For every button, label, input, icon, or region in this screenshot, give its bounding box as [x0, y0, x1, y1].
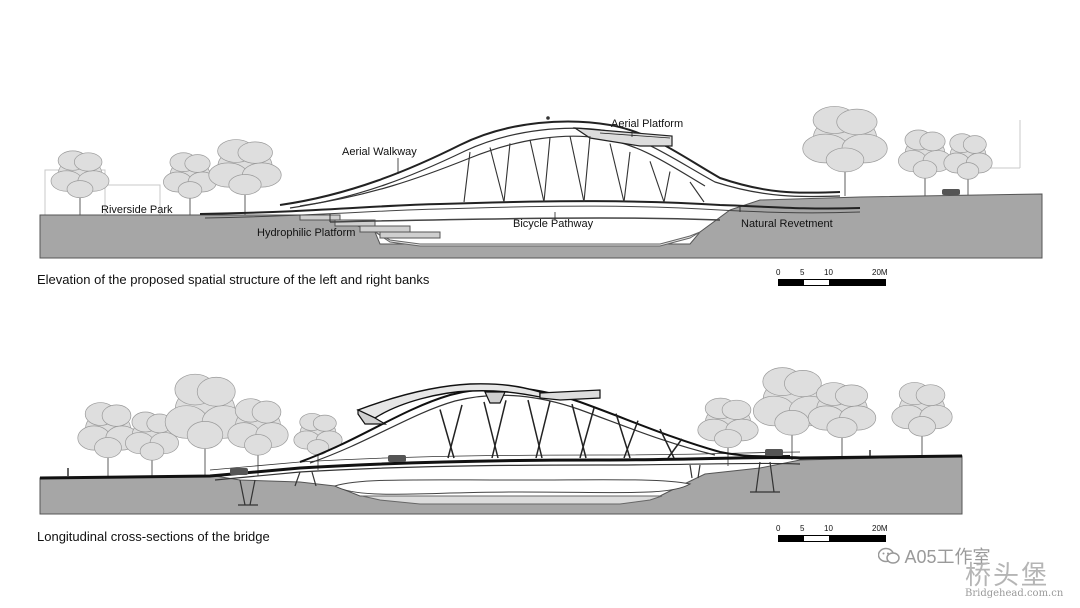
section-main-deck: [39, 454, 963, 480]
section-car-right: [765, 449, 783, 456]
section-scale-bar: 0 5 10 20M: [776, 524, 888, 544]
scale-tick: 0: [776, 268, 781, 277]
scale-tick: 20M: [872, 524, 888, 533]
bicycle-pathway-deck: [199, 200, 861, 215]
watermark-account: A05工作室: [904, 547, 991, 567]
section-truss-member: [667, 438, 683, 459]
section-car-mid: [388, 455, 406, 462]
elevation-truss-member: [649, 161, 665, 203]
aerial-walkway-secondary: [299, 135, 706, 207]
section-truss-member: [623, 420, 639, 459]
label-bicycle-pathway: Bicycle Pathway: [513, 218, 594, 230]
elevation-scale-bar: 0 5 10 20M: [776, 268, 888, 288]
section-river: [361, 495, 663, 505]
section-truss: [439, 399, 683, 459]
wechat-icon: [877, 547, 900, 565]
elevation-truss-member: [689, 181, 705, 203]
section-tree: [227, 398, 289, 476]
section-truss-member: [483, 401, 499, 459]
section-truss-member: [571, 403, 587, 459]
section-upper-node: [484, 391, 506, 404]
label-aerial-walkway: Aerial Walkway: [342, 146, 417, 158]
section-platform: [539, 389, 601, 401]
elevation-tree: [163, 152, 217, 215]
scale-tick: 20M: [872, 268, 888, 277]
section-piers: [238, 461, 780, 506]
section-tree: [293, 413, 343, 470]
hydrophilic-steps: [299, 214, 441, 239]
elevation-river: [374, 231, 701, 247]
watermark-chinese: 桥头堡: [965, 561, 1050, 591]
label-natural-revetment: Natural Revetment: [741, 218, 833, 230]
bicycle-pathway-lower-deck: [329, 217, 721, 223]
elevation-truss-member: [663, 171, 671, 203]
elevation-truss-member: [463, 151, 471, 203]
scale-tick: 10: [824, 524, 833, 533]
section-truss-member: [447, 404, 463, 459]
elevation-person: [546, 116, 550, 120]
section-arch-under: [309, 394, 716, 464]
label-riverside-park: Riverside Park: [101, 204, 173, 216]
elevation-truss-member: [489, 147, 505, 203]
watermark-url: Bridgehead.com.cn: [965, 588, 1064, 599]
elevation-truss-member: [529, 139, 545, 203]
elevation-caption: Elevation of the proposed spatial struct…: [37, 272, 430, 287]
section-main-deck-under: [214, 462, 801, 481]
scale-tick: 10: [824, 268, 833, 277]
elevation-tree: [898, 129, 952, 196]
elevation-truss: [463, 136, 705, 203]
elevation-tree: [50, 150, 110, 215]
section-arch-top: [299, 386, 791, 463]
label-aerial-platform: Aerial Platform: [611, 118, 684, 130]
section-upper-loop: [356, 383, 541, 419]
section-upper-end-left: [357, 409, 388, 425]
section-car-left: [230, 468, 248, 475]
section-riverbed-void: [333, 479, 692, 495]
scale-tick: 5: [800, 268, 805, 277]
section-tree: [807, 382, 877, 458]
scale-tick: 5: [800, 524, 805, 533]
section-tree: [164, 373, 246, 476]
section-caption: Longitudinal cross-sections of the bridg…: [37, 529, 270, 544]
aerial-walkway-top: [279, 120, 841, 206]
section-truss-member: [439, 409, 455, 459]
elevation-truss-member: [609, 143, 625, 203]
section-truss-member: [579, 407, 595, 459]
elevation-truss-member: [569, 136, 585, 203]
section-trees: [77, 367, 953, 478]
aerial-platform-rail: [599, 132, 671, 139]
watermark: A05工作室: [877, 543, 991, 569]
section-truss-member: [615, 413, 631, 459]
elevation-truss-member: [543, 137, 551, 203]
elevation-truss-member: [623, 151, 631, 203]
section-tree: [891, 382, 953, 456]
aerial-platform: [572, 127, 673, 147]
elevation-truss-member: [583, 136, 591, 203]
bicycle-pathway-deck-under: [204, 205, 861, 219]
elevation-tree: [802, 106, 888, 196]
label-hydrophilic-platform: Hydrophilic Platform: [257, 227, 356, 239]
elevation-trees: [50, 106, 993, 215]
elevation-tree: [943, 133, 993, 196]
section-truss-member: [527, 399, 543, 459]
scale-tick: 0: [776, 524, 781, 533]
elevation-truss-member: [503, 143, 511, 203]
elevation-car: [942, 189, 960, 195]
section-truss-member: [535, 401, 551, 459]
section-tree: [77, 402, 139, 478]
scale-bar-graphic: [778, 279, 886, 286]
scale-bar-graphic: [778, 535, 886, 542]
elevation-tree: [208, 139, 282, 215]
section-truss-member: [491, 400, 507, 459]
section-tree: [697, 397, 759, 466]
section-deck-rail: [209, 451, 801, 471]
